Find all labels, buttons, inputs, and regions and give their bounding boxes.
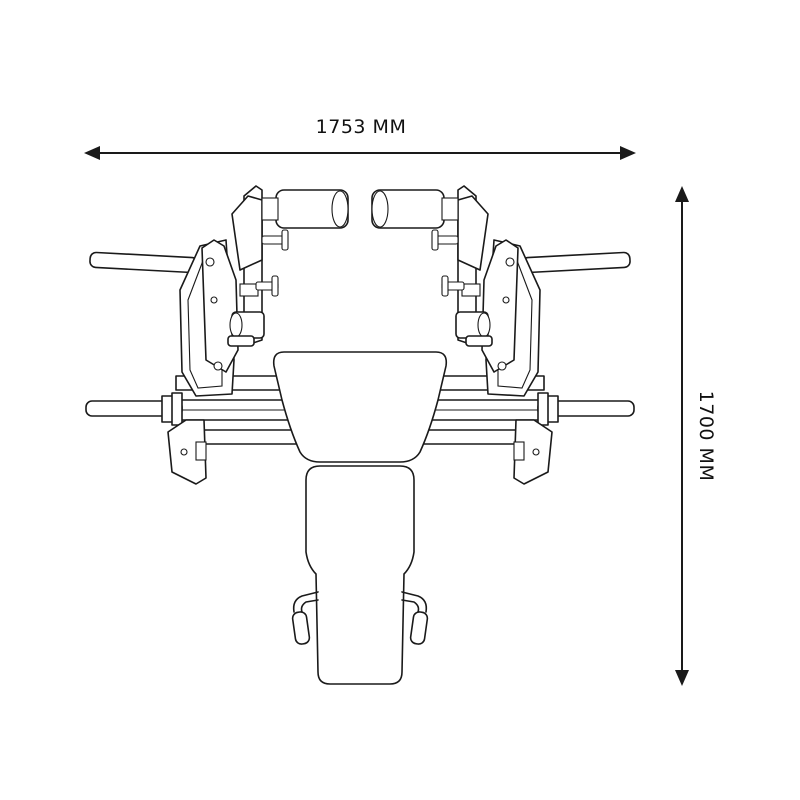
left-handle: [89, 251, 199, 274]
width-dimension: 1753 MM: [84, 116, 636, 160]
right-handle: [521, 251, 631, 274]
width-arrow-right: [620, 146, 636, 160]
right-arm-assembly: [371, 185, 631, 485]
height-arrow-bottom: [675, 670, 689, 686]
back-pad: [272, 351, 448, 463]
seat-pad: [305, 465, 415, 685]
height-label: 1700 MM: [695, 391, 717, 482]
foot-handle-right: [401, 591, 429, 645]
weight-horn-left: [85, 392, 183, 426]
foot-handle-left: [291, 591, 319, 645]
width-label: 1753 MM: [316, 116, 407, 138]
width-arrow-left: [84, 146, 100, 160]
machine-top-view: [85, 185, 635, 685]
height-arrow-top: [675, 186, 689, 202]
weight-horn-right: [537, 392, 635, 426]
left-arm-assembly: [89, 185, 349, 485]
height-dimension: 1700 MM: [675, 186, 717, 686]
